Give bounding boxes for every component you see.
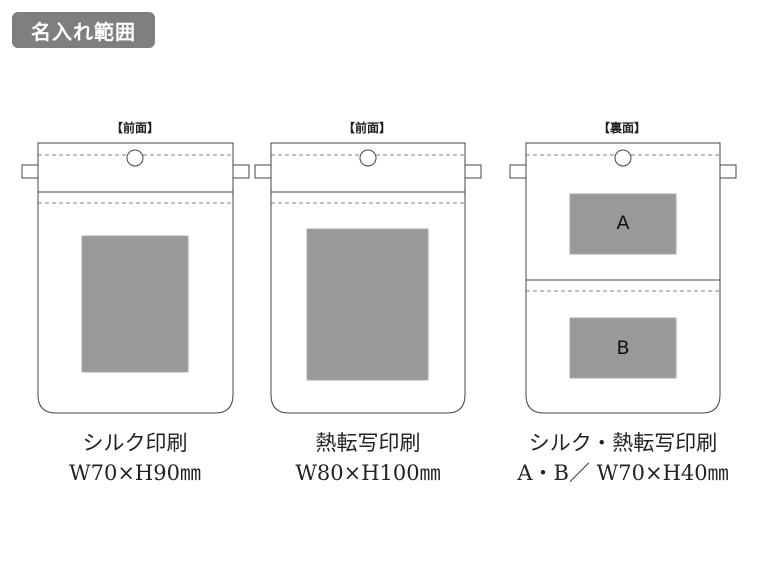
grommet bbox=[614, 149, 632, 167]
panel1-view-label: 【前面】 bbox=[110, 121, 159, 135]
print-area bbox=[306, 228, 429, 381]
print-area-a bbox=[569, 193, 677, 255]
panel3-caption: シルク・熱転写印刷 A・B／ W70×H40㎜ bbox=[496, 428, 750, 488]
panel2-size: W80×H100㎜ bbox=[295, 461, 441, 485]
panel3-size: A・B／ W70×H40㎜ bbox=[517, 461, 729, 485]
panel3-method: シルク・熱転写印刷 bbox=[528, 431, 718, 455]
print-area-b bbox=[569, 317, 677, 379]
left-tab bbox=[254, 164, 272, 179]
panel3-view-label: 【裏面】 bbox=[597, 121, 646, 135]
panel2-method: 熱転写印刷 bbox=[315, 431, 421, 455]
panel1-method: シルク印刷 bbox=[82, 431, 188, 455]
pouch-back bbox=[509, 142, 737, 414]
panel2-caption: 熱転写印刷 W80×H100㎜ bbox=[263, 428, 473, 488]
area-a-label: A bbox=[616, 212, 630, 234]
print-area-title-tag: 名入れ範囲 bbox=[12, 12, 155, 48]
panel1-caption: シルク印刷 W70×H90㎜ bbox=[30, 428, 240, 488]
right-tab bbox=[464, 164, 482, 179]
panel2-view-label: 【前面】 bbox=[342, 121, 391, 135]
grommet bbox=[126, 149, 144, 167]
left-tab bbox=[509, 164, 527, 179]
pouch-front-silk bbox=[21, 142, 250, 414]
right-tab bbox=[719, 164, 737, 179]
area-b-label: B bbox=[616, 337, 630, 359]
panel1-size: W70×H90㎜ bbox=[69, 461, 201, 485]
left-tab bbox=[21, 164, 39, 179]
grommet bbox=[359, 149, 377, 167]
print-area bbox=[81, 235, 189, 373]
pouch-front-heat-transfer bbox=[254, 142, 482, 414]
right-tab bbox=[232, 164, 250, 179]
